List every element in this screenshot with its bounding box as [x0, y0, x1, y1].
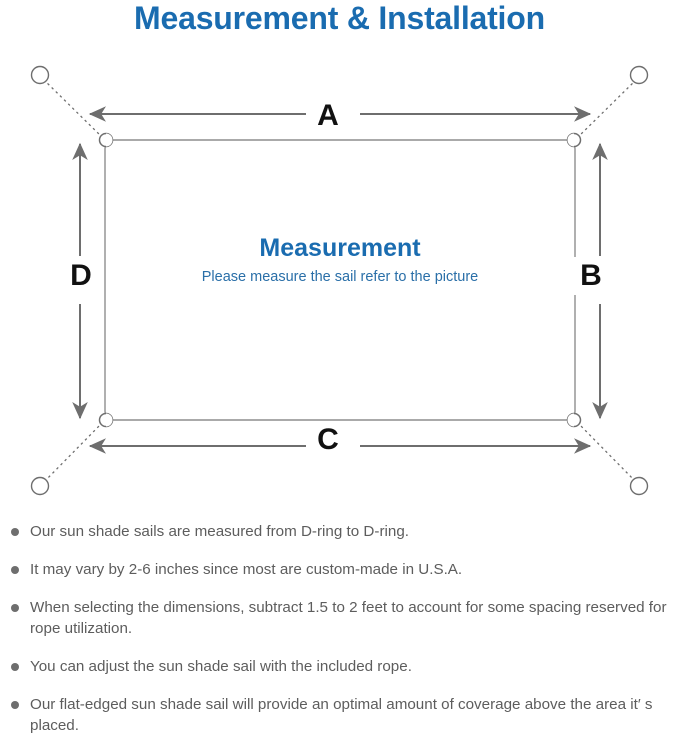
dimension-label-a: A — [306, 101, 350, 131]
bullet-icon — [11, 701, 19, 709]
dimension-label-c: C — [306, 425, 350, 455]
sail-caption-title: Measurement — [259, 234, 421, 262]
anchor-point-bottom-left — [30, 476, 50, 496]
rope-bottom-right — [576, 421, 639, 485]
bullet-icon — [11, 663, 19, 671]
dimension-label-b: B — [572, 257, 610, 295]
dimension-label-d: D — [62, 257, 100, 295]
anchor-point-top-left — [30, 65, 50, 85]
list-item: Our flat-edged sun shade sail will provi… — [0, 694, 679, 736]
page-title: Measurement & Installation — [134, 0, 545, 36]
list-item: Our sun shade sails are measured from D-… — [0, 521, 679, 542]
sail-caption-subtitle: Please measure the sail refer to the pic… — [201, 269, 479, 285]
note-text: You can adjust the sun shade sail with t… — [30, 658, 412, 675]
diagram-canvas — [30, 65, 649, 496]
anchor-point-bottom-right — [629, 476, 649, 496]
note-text: When selecting the dimensions, subtract … — [30, 599, 667, 637]
bullet-icon — [11, 604, 19, 612]
sail-center-caption: Measurement Please measure the sail refe… — [130, 233, 550, 286]
list-item: When selecting the dimensions, subtract … — [0, 597, 679, 639]
note-text: Our sun shade sails are measured from D-… — [30, 523, 409, 540]
anchor-point-top-right — [629, 65, 649, 85]
bullet-icon — [11, 528, 19, 536]
notes-list: Our sun shade sails are measured from D-… — [0, 521, 679, 736]
note-text: Our flat-edged sun shade sail will provi… — [30, 696, 653, 734]
measurement-diagram: A B C D Measurement Please measure the s… — [0, 48, 679, 508]
rope-bottom-left — [41, 421, 104, 485]
note-text: It may vary by 2-6 inches since most are… — [30, 561, 463, 578]
bullet-icon — [11, 566, 19, 574]
list-item: It may vary by 2-6 inches since most are… — [0, 559, 679, 580]
list-item: You can adjust the sun shade sail with t… — [0, 656, 679, 677]
rope-top-right — [576, 77, 639, 139]
rope-top-left — [41, 77, 104, 139]
